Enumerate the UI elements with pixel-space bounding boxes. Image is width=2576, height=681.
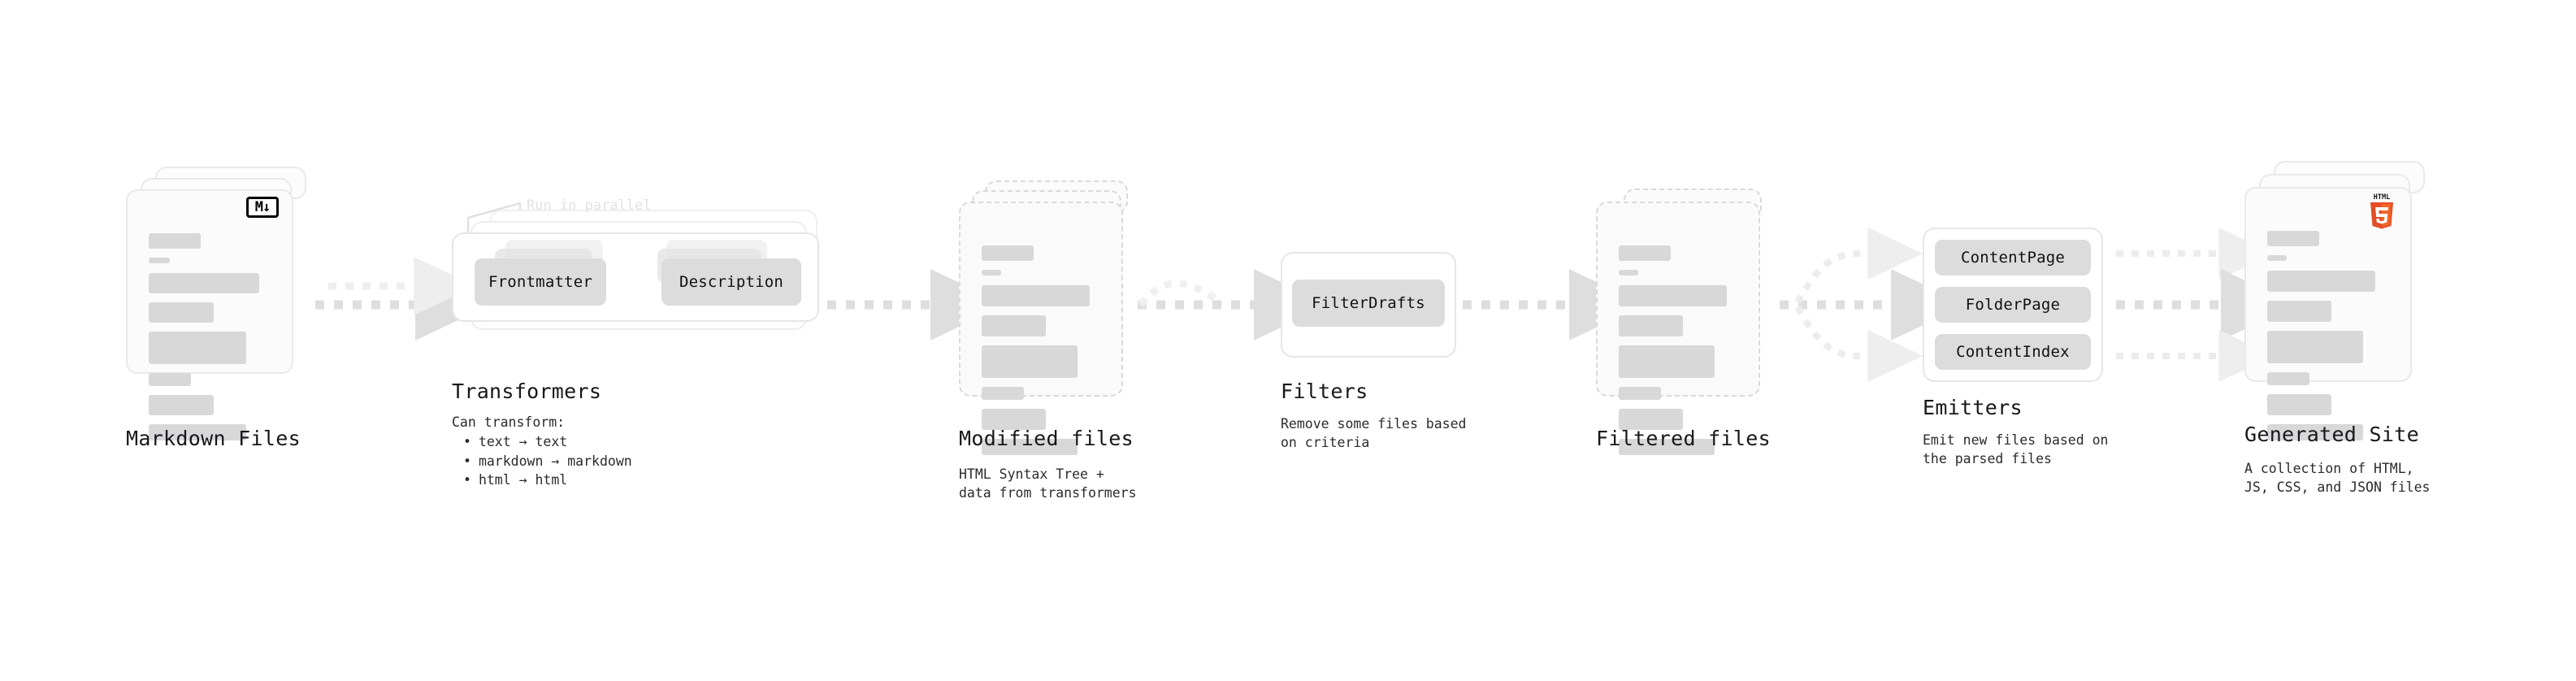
transformer-pill-description[interactable]: Description (661, 258, 801, 306)
stage-generated-site: CSS HTML (2244, 161, 2448, 440)
stage-emitters: ContentPage FolderPage ContentIndex (1923, 228, 2103, 382)
svg-text:HTML: HTML (2374, 193, 2390, 202)
filter-pill-filterdrafts[interactable]: FilterDrafts (1292, 280, 1445, 327)
transformer-pill-frontmatter[interactable]: Frontmatter (475, 258, 606, 306)
connector-emitters-to-site (2116, 228, 2297, 382)
site-placeholder-lines (2267, 231, 2392, 449)
connector-filtered-to-emitters (1780, 227, 1967, 383)
modified-placeholder-lines (982, 245, 1104, 464)
connector-markdown-to-transformers (315, 257, 492, 340)
html5-badge: HTML (2366, 192, 2397, 229)
run-in-parallel-label: Run in parallel (527, 197, 652, 214)
caption-title-generated-site: Generated Site (2244, 423, 2419, 446)
transformers-subtitle: Can transform: (452, 414, 566, 430)
filtered-placeholder-lines (1619, 245, 1741, 464)
stage-modified-files (959, 180, 1146, 455)
caption-sub-generated-site: A collection of HTML, JS, CSS, and JSON … (2244, 461, 2431, 496)
transformers-bullet-2: html → html (452, 471, 632, 489)
caption-title-emitters: Emitters (1923, 396, 2023, 419)
caption-title-markdown-files: Markdown Files (126, 427, 301, 450)
connector-modified-to-filters (1138, 269, 1330, 340)
filtered-sheet-front (1596, 202, 1760, 455)
caption-title-filtered-files: Filtered files (1596, 427, 1771, 450)
transformers-bullet-list: text → text markdown → markdown html → h… (452, 432, 632, 489)
caption-sub-emitters: Emit new files based on the parsed files (1923, 432, 2109, 467)
caption-sub-filters: Remove some files based on criteria (1281, 416, 1467, 451)
stage-filters: FilterDrafts (1281, 252, 1456, 358)
stage-filtered-files (1596, 189, 1783, 455)
markdown-sheet-front (126, 189, 293, 440)
caption-sub-modified-files: HTML Syntax Tree + data from transformer… (959, 466, 1137, 501)
markdown-badge: M↓ (246, 197, 279, 218)
transformers-bullet-1: markdown → markdown (452, 452, 632, 471)
stage-markdown-files: M↓ M↓ M↓ (126, 167, 321, 440)
stage-transformers: Frontmatter Description (452, 210, 829, 349)
caption-sub-transformers: Can transform: text → text markdown → ma… (452, 413, 632, 490)
transformers-bullet-0: text → text (452, 432, 632, 451)
emitter-pill-contentpage[interactable]: ContentPage (1935, 240, 2091, 275)
modified-sheet-front (959, 202, 1123, 455)
emitter-pill-folderpage[interactable]: FolderPage (1935, 287, 2091, 323)
caption-title-modified-files: Modified files (959, 427, 1134, 450)
markdown-placeholder-lines (149, 233, 274, 449)
caption-title-filters: Filters (1281, 380, 1368, 403)
caption-title-transformers: Transformers (452, 380, 602, 403)
emitter-pill-contentindex[interactable]: ContentIndex (1935, 334, 2091, 370)
